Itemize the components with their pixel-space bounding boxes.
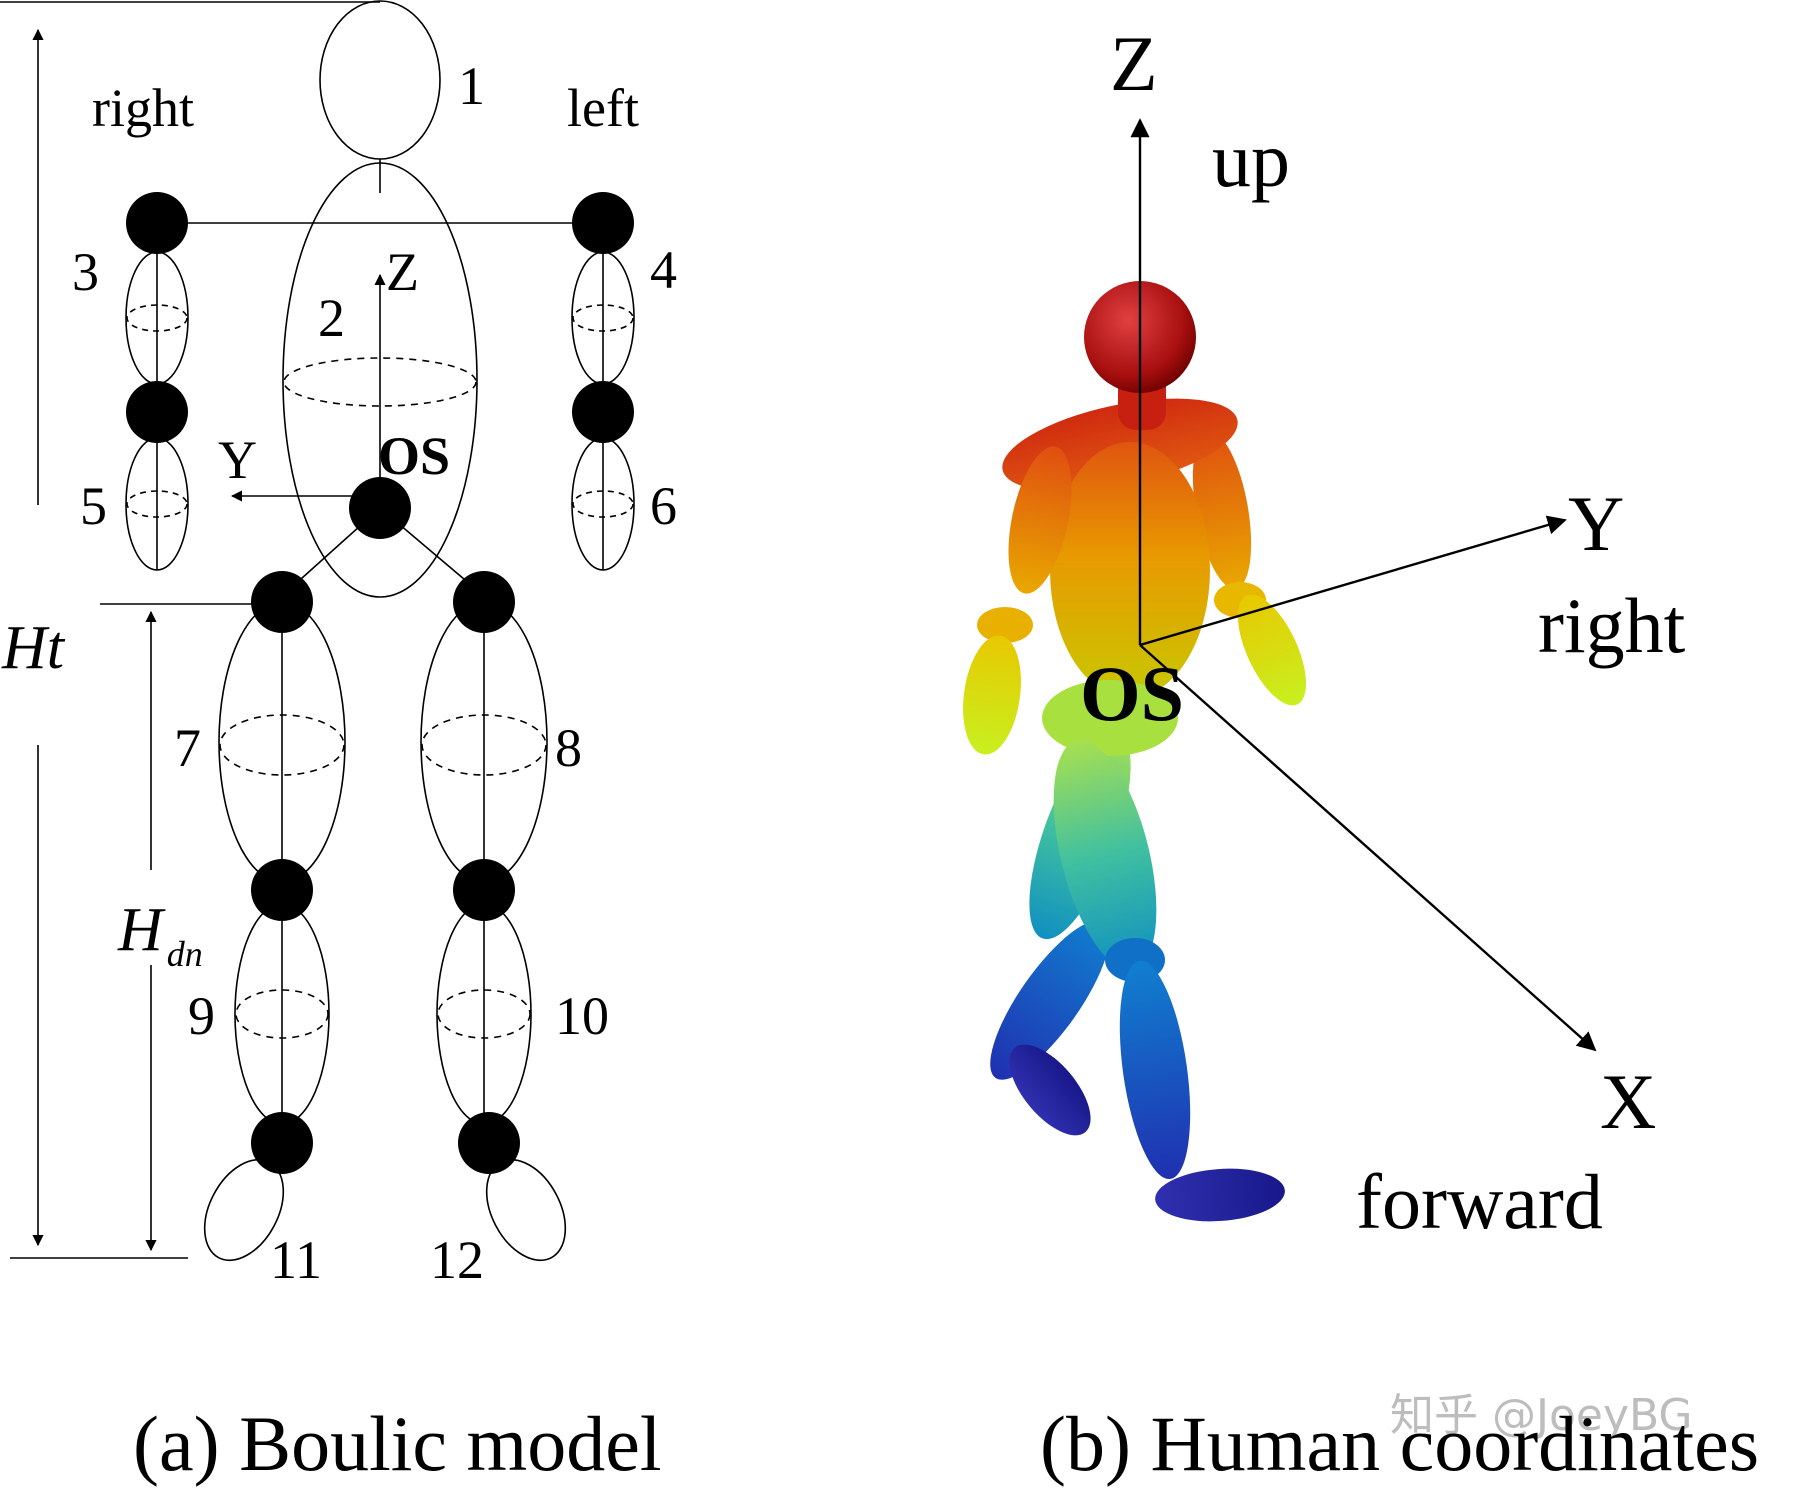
figure-back-shin xyxy=(990,920,1110,1080)
label-ht: Ht xyxy=(1,614,66,682)
joint-hip-right xyxy=(251,571,313,633)
human-coordinate-axes xyxy=(1130,118,1597,1052)
label-segment-2: 2 xyxy=(318,288,345,348)
label-segment-12: 12 xyxy=(430,1230,484,1290)
torso-section xyxy=(283,357,477,407)
joint-hip-left xyxy=(453,571,515,633)
joint-knee-right xyxy=(251,859,313,921)
joint-shoulder-right xyxy=(126,192,188,254)
figure-back-foot xyxy=(1009,1044,1091,1136)
segment-1-head xyxy=(319,0,441,160)
label-segment-11: 11 xyxy=(270,1230,322,1290)
label-local-z: Z xyxy=(386,242,419,302)
joint-origin-os xyxy=(349,477,411,539)
boulic-model-diagram xyxy=(0,0,635,1262)
label-right-side: right xyxy=(92,78,194,138)
figure-front-upper-arm xyxy=(1008,446,1072,594)
joint-elbow-right xyxy=(126,381,188,443)
label-left-side: left xyxy=(567,78,639,138)
figure-front-foot xyxy=(1155,1168,1285,1222)
label-segment-7: 7 xyxy=(174,718,201,778)
label-segment-10: 10 xyxy=(555,986,609,1046)
watermark: 知乎 @JoeyBG xyxy=(1390,1390,1693,1441)
joint-elbow-left xyxy=(572,381,634,443)
walking-figure xyxy=(963,281,1307,1222)
label-axis-x: X xyxy=(1600,1058,1656,1145)
boulic-labels: right left 1 2 3 4 5 6 7 8 9 10 11 12 Z … xyxy=(1,56,677,1290)
figure-hip xyxy=(1042,680,1178,756)
label-axis-x-forward: forward xyxy=(1356,1158,1603,1245)
label-origin-os-figure: OS xyxy=(1080,650,1184,737)
caption-a: (a) Boulic model xyxy=(133,1400,662,1487)
figure-torso xyxy=(1050,442,1210,698)
label-segment-1: 1 xyxy=(458,56,485,116)
figure-front-elbow xyxy=(977,607,1033,643)
figure-front-shin xyxy=(1119,960,1191,1180)
joint-shoulder-left xyxy=(572,192,634,254)
joint-ankle-left xyxy=(458,1112,520,1174)
figure-back-forearm xyxy=(1237,594,1307,706)
label-segment-3: 3 xyxy=(72,242,99,302)
boulic-joints xyxy=(126,192,634,1174)
label-axis-z: Z xyxy=(1110,20,1158,107)
caption-b: (b) Human coordinates xyxy=(1040,1400,1759,1487)
figure-front-thigh xyxy=(1053,740,1157,970)
joint-knee-left xyxy=(453,859,515,921)
segment-2-torso xyxy=(282,162,478,598)
joint-ankle-right xyxy=(251,1112,313,1174)
coordinate-labels: Z up Y right X forward OS xyxy=(1080,20,1686,1245)
label-segment-4: 4 xyxy=(650,240,677,300)
figure-front-forearm xyxy=(963,635,1021,755)
label-local-y: Y xyxy=(218,430,257,490)
label-hdn-subscript: dn xyxy=(167,934,203,974)
label-segment-9: 9 xyxy=(188,986,215,1046)
label-origin-os: OS xyxy=(378,426,450,486)
label-axis-z-up: up xyxy=(1212,116,1290,203)
label-segment-8: 8 xyxy=(555,718,582,778)
axis-y-right xyxy=(1139,515,1567,647)
axis-x-forward xyxy=(1139,644,1597,1052)
label-axis-y: Y xyxy=(1568,480,1624,567)
label-axis-y-right: right xyxy=(1538,582,1686,669)
label-segment-6: 6 xyxy=(650,476,677,536)
label-segment-5: 5 xyxy=(80,476,107,536)
